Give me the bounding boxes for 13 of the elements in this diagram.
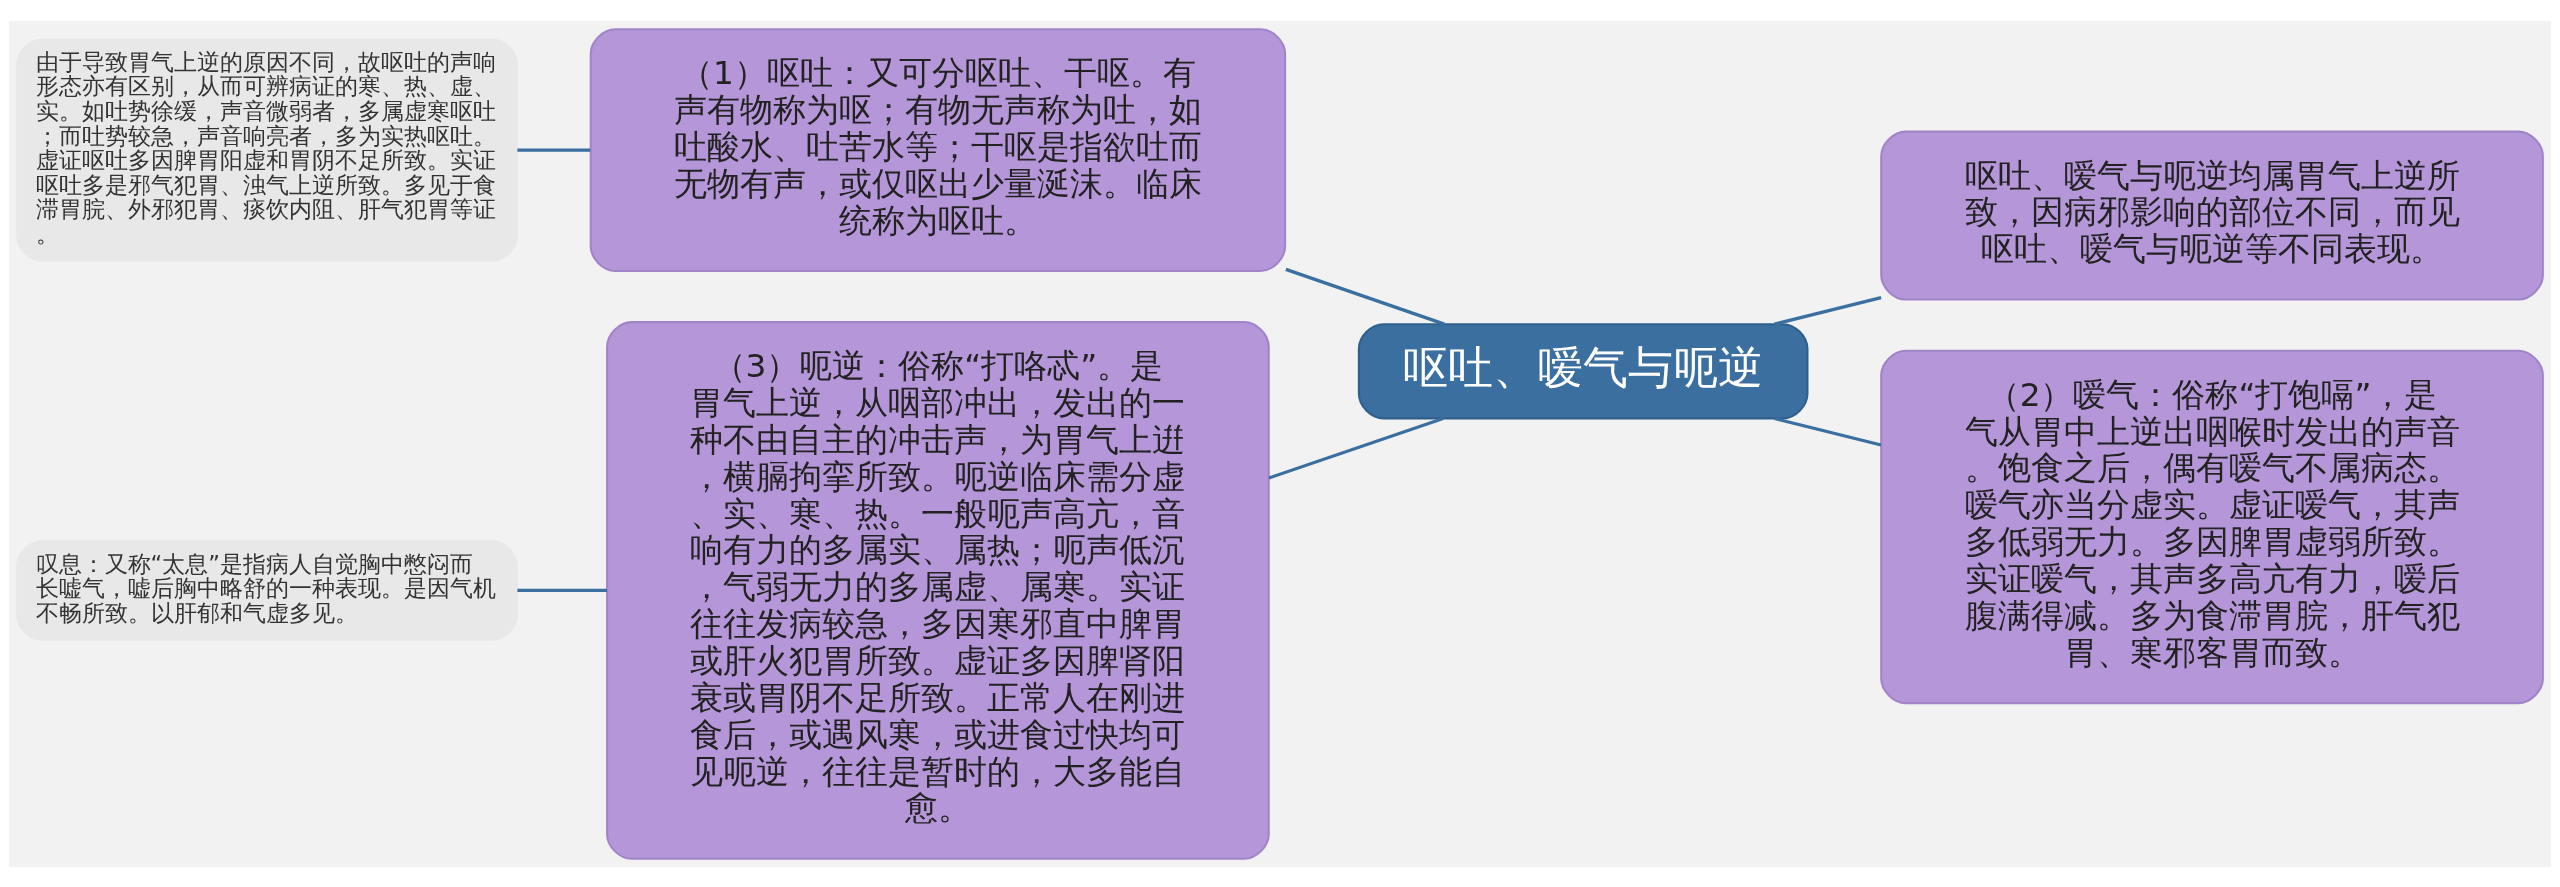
connector [517, 147, 591, 152]
connector [1773, 416, 1882, 447]
node-box: 由于导致胃气上逆的原因不同，故呕吐的声响形态亦有区别，从而可辨病证的寒、热、虚、实。如吐势徐缓，声音微弱者，多属虚寒呕吐；而吐势较急，声音响亮者，多为实热呕吐。虚证呕吐多因脾胃阳虚和胃阴不足所致。实证呕吐多是邪气犯胃、浊气上逆所致。多见于食滞胃脘、外邪犯胃、痰饮内阻、肝气犯胃等证。 [16, 37, 518, 262]
node-box: 呕吐、嗳气与呃逆均属胃气上逆所致，因病邪影响的部位不同，而见呕吐、嗳气与呃逆等不同表现。 [1880, 130, 2544, 301]
node-box: （2）嗳气：俗称“打饱嗝”，是气从胃中上逆出咽喉时发出的声音。饱食之后，偶有嗳气不属病态。嗳气亦当分虚实。虚证嗳气，其声多低弱无力。多因脾胃虚弱所致。实证嗳气，其声多高亢有力，嗳后腹满得减。多为食滞胃脘，肝气犯胃、寒邪客胃而致。 [1880, 349, 2544, 704]
node-box: （3）呃逆：俗称“打咯忒”。是胃气上逆，从咽部冲出，发出的一种不由自主的冲击声，为胃气上逬，横膈拘挛所致。呃逆临床需分虚、实、寒、热。一般呃声高亢，音响有力的多属实、属热；呃声低沉，气弱无力的多属虚、属寒。实证往往发病较急，多因寒邪直中脾胃或肝火犯胃所致。虚证多因脾肾阳衰或胃阴不足所致。正常人在刚进食后，或遇风寒，或进食过快均可见呃逆，往往是暂时的，大多能自愈。 [606, 320, 1270, 860]
node-box: （1）呕吐：又可分呕吐、干呕。有声有物称为呕；有物无声称为吐，如吐酸水、吐苦水等；干呕是指欲吐而无物有声，或仅呕出少量涎沫。临床统称为呕吐。 [589, 27, 1287, 272]
connector [1773, 295, 1882, 326]
connector [1268, 416, 1444, 480]
connector [1285, 267, 1445, 326]
node-box: 呕吐、嗳气与呃逆 [1357, 322, 1809, 419]
connector [517, 588, 607, 592]
node-box: 叹息：又称“太息”是指病人自觉胸中憋闷而长嘘气，嘘后胸中略舒的一种表现。是因气机不畅所致。以肝郁和气虚多见。 [16, 539, 518, 641]
